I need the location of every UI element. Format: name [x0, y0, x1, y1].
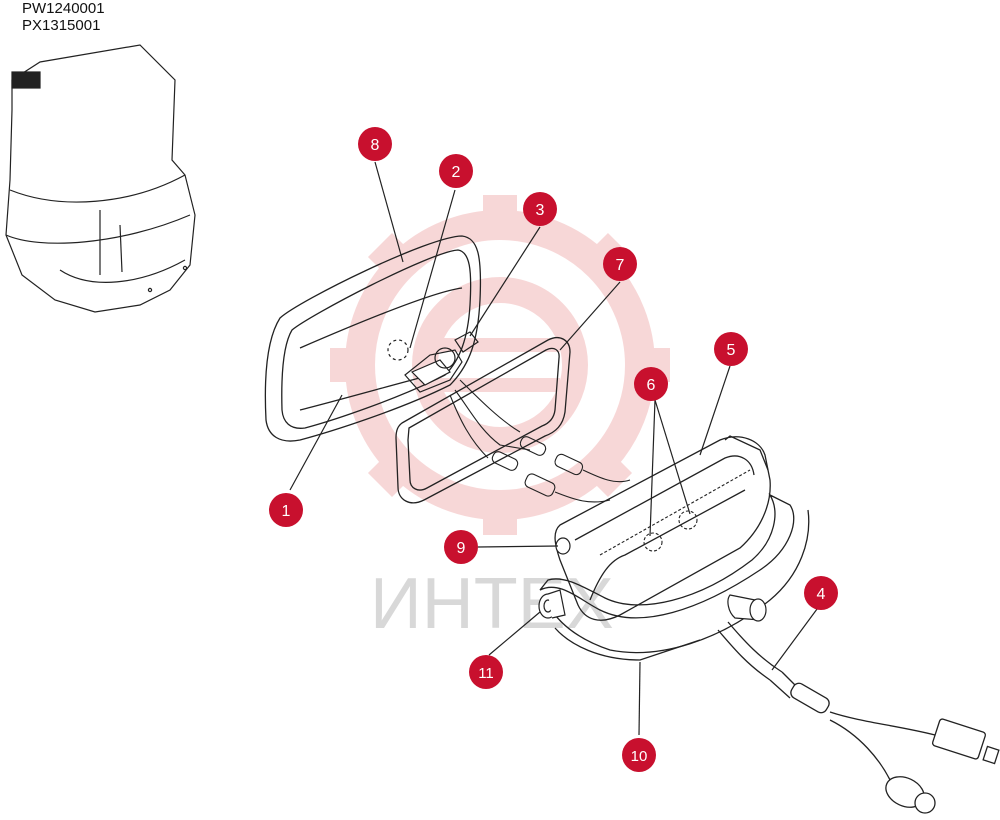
callout-9-label: 9 — [457, 540, 466, 557]
callout-5: 5 — [714, 332, 748, 366]
callout-10-label: 10 — [631, 748, 648, 765]
callouts: 1 2 3 4 5 6 7 — [269, 127, 838, 772]
callout-4-label: 4 — [817, 586, 826, 603]
leader-lines — [289, 161, 821, 736]
callout-1-label: 1 — [282, 503, 291, 520]
callout-4: 4 — [804, 576, 838, 610]
model-code-2: PX1315001 — [22, 17, 101, 34]
knob — [538, 589, 566, 619]
screw — [555, 537, 571, 555]
model-code-1: PW1240001 — [22, 0, 105, 17]
callout-2: 2 — [439, 154, 473, 188]
cab-thumbnail — [5, 44, 196, 313]
callout-11: 11 — [469, 655, 503, 689]
callout-1: 1 — [269, 493, 303, 527]
watermark-text: ИНТЕХ — [370, 564, 614, 644]
callout-8-label: 8 — [371, 137, 380, 154]
callout-5-label: 5 — [727, 342, 736, 359]
callout-9: 9 — [444, 530, 478, 564]
mounting-bracket — [539, 493, 810, 661]
callout-10: 10 — [622, 738, 656, 772]
callout-11-label: 11 — [478, 665, 494, 682]
side-knob — [727, 594, 767, 622]
callout-6-label: 6 — [647, 377, 656, 394]
callout-3: 3 — [523, 192, 557, 226]
callout-8: 8 — [358, 127, 392, 161]
callout-7-label: 7 — [616, 257, 625, 274]
callout-3-label: 3 — [536, 202, 545, 219]
callout-6: 6 — [634, 367, 668, 401]
cable-assembly — [717, 621, 1000, 814]
screw-positions — [599, 469, 751, 556]
bulb-socket — [387, 331, 479, 393]
callout-7: 7 — [603, 247, 637, 281]
callout-2-label: 2 — [452, 164, 461, 181]
